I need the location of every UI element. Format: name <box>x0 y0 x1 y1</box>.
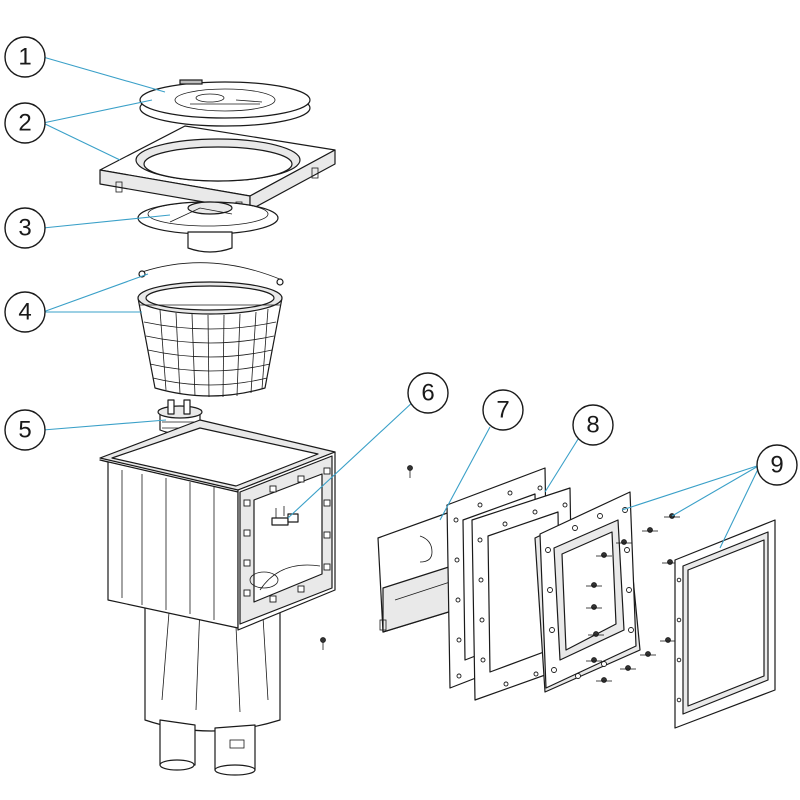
svg-text:4: 4 <box>18 299 31 326</box>
faceplate <box>674 519 776 729</box>
leader-lines <box>42 56 761 549</box>
basket <box>137 262 284 398</box>
callout-7: 7 <box>482 389 524 431</box>
callout-5: 5 <box>4 409 46 451</box>
callout-3: 3 <box>4 207 46 249</box>
svg-text:5: 5 <box>18 417 31 444</box>
skimmer-plate <box>137 201 279 253</box>
lid-frame <box>99 125 336 213</box>
callout-1: 1 <box>4 36 46 78</box>
weir-flap <box>377 511 456 633</box>
svg-text:9: 9 <box>770 452 783 479</box>
svg-text:6: 6 <box>421 380 434 407</box>
svg-text:3: 3 <box>18 215 31 242</box>
callout-4: 4 <box>4 291 46 333</box>
callout-2: 2 <box>4 102 46 144</box>
callout-6: 6 <box>407 372 449 414</box>
lid <box>139 79 311 127</box>
svg-text:1: 1 <box>18 44 31 71</box>
callout-8: 8 <box>572 404 614 446</box>
callout-9: 9 <box>756 444 798 486</box>
skimmer-body <box>99 419 413 776</box>
svg-text:8: 8 <box>586 412 599 439</box>
svg-text:2: 2 <box>18 110 31 137</box>
svg-text:7: 7 <box>496 397 509 424</box>
